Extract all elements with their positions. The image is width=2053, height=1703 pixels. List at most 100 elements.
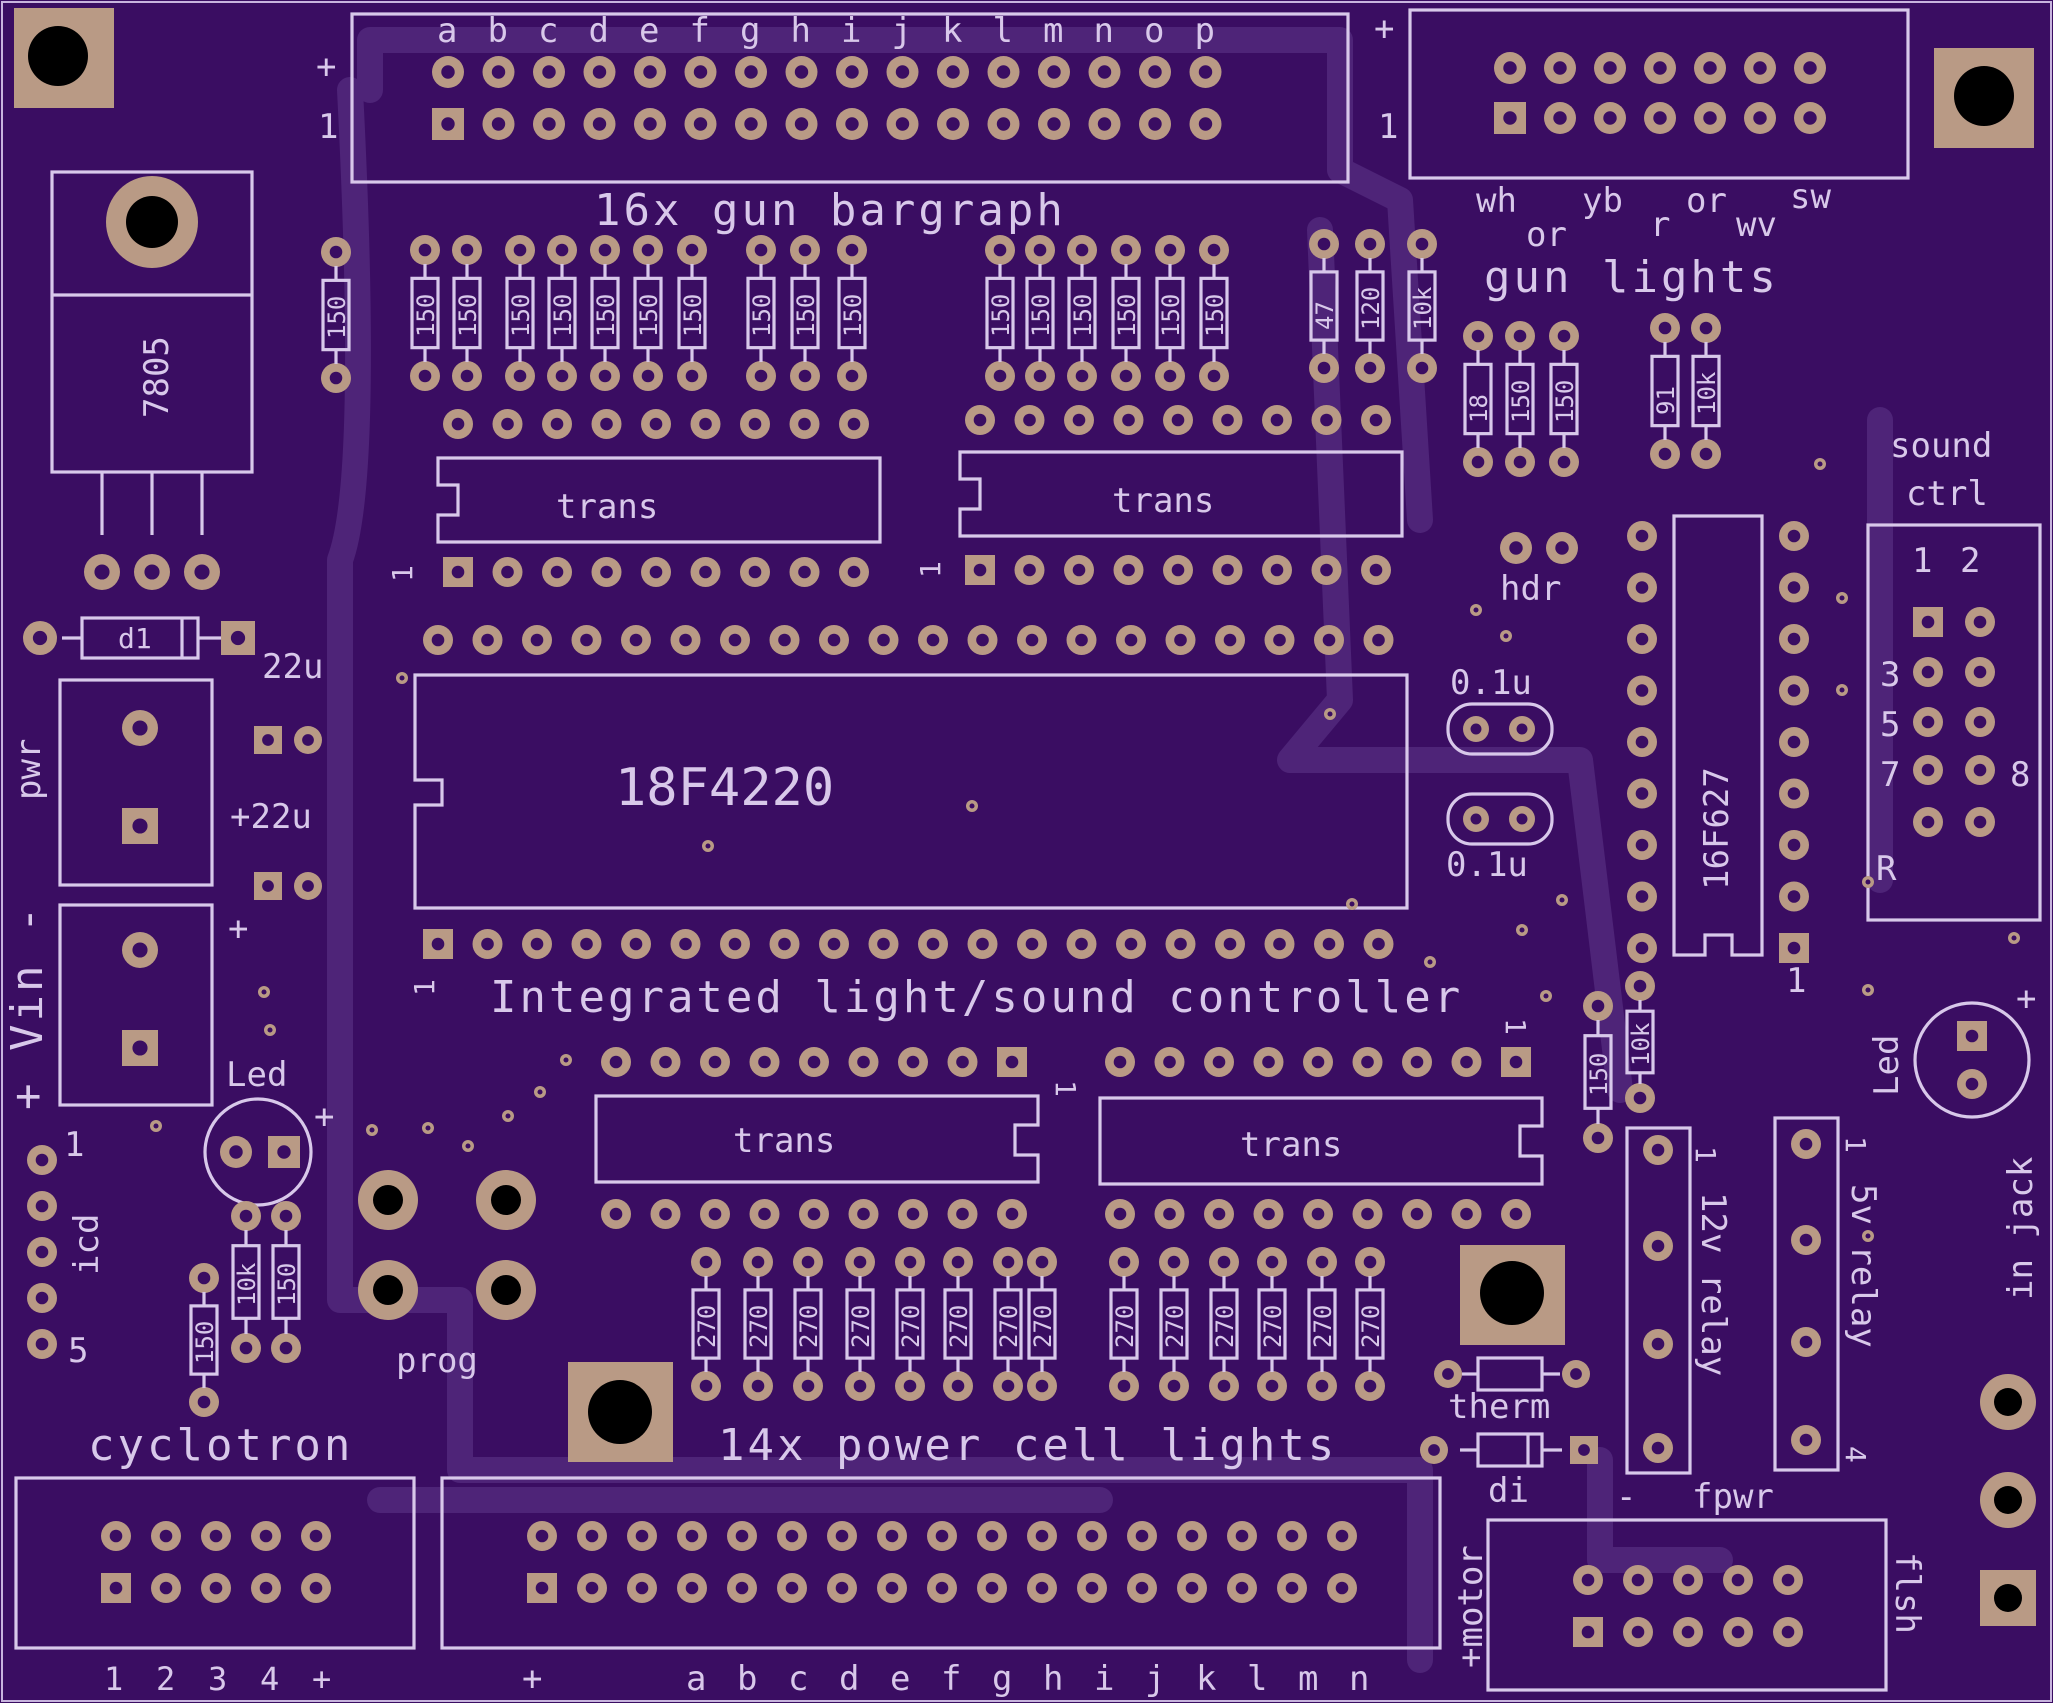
- pad: [943, 1371, 973, 1401]
- trans-pin1: 1: [1049, 1080, 1082, 1097]
- pad: [1215, 625, 1245, 655]
- label-power-cell: 14x power cell lights: [718, 1420, 1337, 1471]
- copper-traces: [327, 27, 1893, 1673]
- resistor-value: 270: [693, 1305, 721, 1348]
- resistor-value: 150: [792, 294, 820, 337]
- pad: [221, 621, 255, 655]
- pad: [151, 1573, 181, 1603]
- pad: [1644, 52, 1676, 84]
- mounting-hole-right: [1480, 1261, 1544, 1325]
- label-fpwr: fpwr: [1692, 1477, 1774, 1517]
- pad: [533, 56, 565, 88]
- vin-connector-outline: [58, 903, 214, 1107]
- pad: [720, 625, 750, 655]
- resistor-value: 150: [592, 294, 620, 337]
- pad: [898, 1047, 928, 1077]
- pad: [1014, 405, 1045, 435]
- marker-plus-vin: +: [228, 909, 248, 949]
- resistor-value: 150: [191, 1321, 219, 1364]
- pad: [1127, 1521, 1157, 1551]
- bargraph-letter: g: [740, 11, 760, 51]
- cyclotron-pin: 4: [260, 1660, 279, 1698]
- label-sound-R: R: [1876, 849, 1897, 889]
- power-letter: n: [1349, 1659, 1369, 1699]
- trans-chip-1-outline: [436, 456, 882, 544]
- power-letter: h: [1043, 1659, 1063, 1699]
- label-5v-relay: 5v relay: [1843, 1184, 1883, 1348]
- pad: [1791, 1425, 1821, 1455]
- pad: [583, 56, 616, 88]
- pad: [1116, 929, 1146, 959]
- label-d1: d1: [118, 622, 152, 655]
- pad: [997, 1047, 1027, 1077]
- pad: [122, 1030, 158, 1066]
- bargraph-letter: o: [1144, 11, 1164, 51]
- pad: [827, 1521, 857, 1551]
- pad: [627, 1573, 657, 1603]
- resistor: [1109, 1276, 1139, 1372]
- resistor: [1209, 1276, 1239, 1372]
- bargraph-letter: l: [993, 11, 1013, 51]
- pad: [1583, 1123, 1613, 1153]
- marker-plus-bargraph: +: [316, 47, 336, 87]
- pad: [868, 625, 899, 655]
- bargraph-letter: n: [1094, 11, 1114, 51]
- resistor: [321, 266, 351, 364]
- pad: [1327, 1521, 1357, 1551]
- pad: [591, 557, 622, 587]
- pad: [1420, 1436, 1448, 1464]
- pad: [966, 800, 978, 812]
- pad: [1363, 929, 1394, 959]
- sound-pin: 3: [1880, 655, 1900, 695]
- pad: [1352, 1047, 1383, 1077]
- pad: [590, 235, 620, 265]
- pad: [1212, 555, 1243, 585]
- resistor-value: 150: [1069, 294, 1097, 337]
- resistor: [845, 1276, 875, 1372]
- pad: [522, 929, 552, 959]
- trans-chip-2-outline: [958, 450, 1404, 538]
- resistor: [1111, 264, 1141, 362]
- pad: [746, 361, 776, 391]
- resistor-value: 150: [1201, 294, 1229, 337]
- pad: [1209, 1247, 1239, 1277]
- pad: [641, 557, 671, 587]
- pad: [1066, 625, 1097, 655]
- pad: [937, 108, 969, 140]
- marker-one-16f627: 1: [1786, 961, 1806, 1001]
- pad: [1227, 1521, 1257, 1551]
- relay-pin: 1: [1839, 1136, 1872, 1153]
- pad: [819, 929, 849, 959]
- pad: [1402, 1047, 1432, 1077]
- power-letter: b: [737, 1659, 757, 1699]
- pad: [1549, 447, 1579, 477]
- label-pwr: pwr: [9, 739, 49, 800]
- gun-lights-header-outline: [1408, 8, 1910, 180]
- cyclotron-pin: +: [312, 1660, 331, 1698]
- pad: [1643, 1433, 1673, 1463]
- resistor: [1155, 264, 1185, 362]
- pad: [220, 1136, 252, 1168]
- pad: [977, 1573, 1007, 1603]
- pad: [1627, 727, 1657, 757]
- resistor-value: 270: [1029, 1305, 1057, 1348]
- pad: [1311, 555, 1342, 585]
- pad: [720, 929, 750, 959]
- pad: [777, 1573, 807, 1603]
- resistor-value: 10k: [1693, 371, 1721, 415]
- pad: [1862, 984, 1874, 996]
- mcu-18f4220-outline: [413, 673, 1409, 910]
- pad: [301, 1521, 331, 1551]
- pad: [27, 1283, 57, 1313]
- label-gun-lights: gun lights: [1484, 252, 1779, 303]
- pad: [895, 1247, 925, 1277]
- pad: [769, 929, 800, 959]
- pad: [1314, 929, 1344, 959]
- pad: [1402, 1199, 1432, 1229]
- pic-16f627-outline: [1672, 514, 1764, 957]
- pad: [1038, 56, 1070, 88]
- resistor-value: 150: [1157, 294, 1185, 337]
- pad: [1556, 894, 1568, 906]
- cap-01u-b-outline: [1446, 792, 1554, 846]
- pad: [967, 625, 998, 655]
